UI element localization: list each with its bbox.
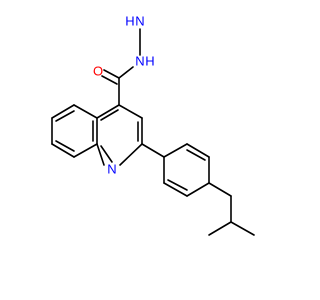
bond-c8-c8a <box>73 143 98 158</box>
bond-ph1-ph2 <box>163 143 188 158</box>
bond-c5-c6-inner <box>55 110 75 122</box>
bond-c5-c6 <box>51 104 75 119</box>
atom-nh2-label: N <box>135 13 144 28</box>
bond-c2-phenyl <box>141 143 165 158</box>
atom-nh2-hydrogen-label: H <box>125 13 134 28</box>
atom-nh-label: N <box>135 53 144 68</box>
bond-carbonyl-c-o-second <box>101 75 118 85</box>
bond-c4a-c4-inner <box>100 109 119 121</box>
bond-c2-n1 <box>119 143 143 166</box>
bond-c4a-c4 <box>96 104 120 119</box>
bond-c7-c8-inner <box>55 140 75 152</box>
bond-n1-c8a-inner <box>100 145 113 163</box>
bond-n1-c8a <box>96 143 105 166</box>
bond-c-nh <box>118 66 134 79</box>
bond-ch-ch3-left <box>208 221 232 236</box>
bond-ph2-ph3 <box>186 143 210 158</box>
bond-c7-c8 <box>51 143 75 158</box>
bond-ph4-ch2 <box>208 182 232 197</box>
bond-layer <box>51 28 255 236</box>
molecule-structure: O N H H N N <box>51 13 255 236</box>
bond-c4a-c5 <box>73 104 98 119</box>
bond-ph4-ph5 <box>186 182 210 197</box>
bond-ph5-ph6-inner <box>167 179 188 191</box>
bond-ph2-ph3-inner <box>186 149 206 161</box>
bond-c4-c3 <box>118 104 143 119</box>
bond-carbonyl-c-o <box>103 69 120 79</box>
atom-nh-hydrogen-label: H <box>145 53 154 68</box>
structure-canvas: O N H H N N <box>51 13 255 236</box>
bond-ph5-ph6 <box>163 182 188 197</box>
bond-ch-ch3-right <box>230 221 255 236</box>
atom-oxygen-label: O <box>93 63 103 78</box>
atom-ring-nitrogen-label: N <box>107 161 116 176</box>
